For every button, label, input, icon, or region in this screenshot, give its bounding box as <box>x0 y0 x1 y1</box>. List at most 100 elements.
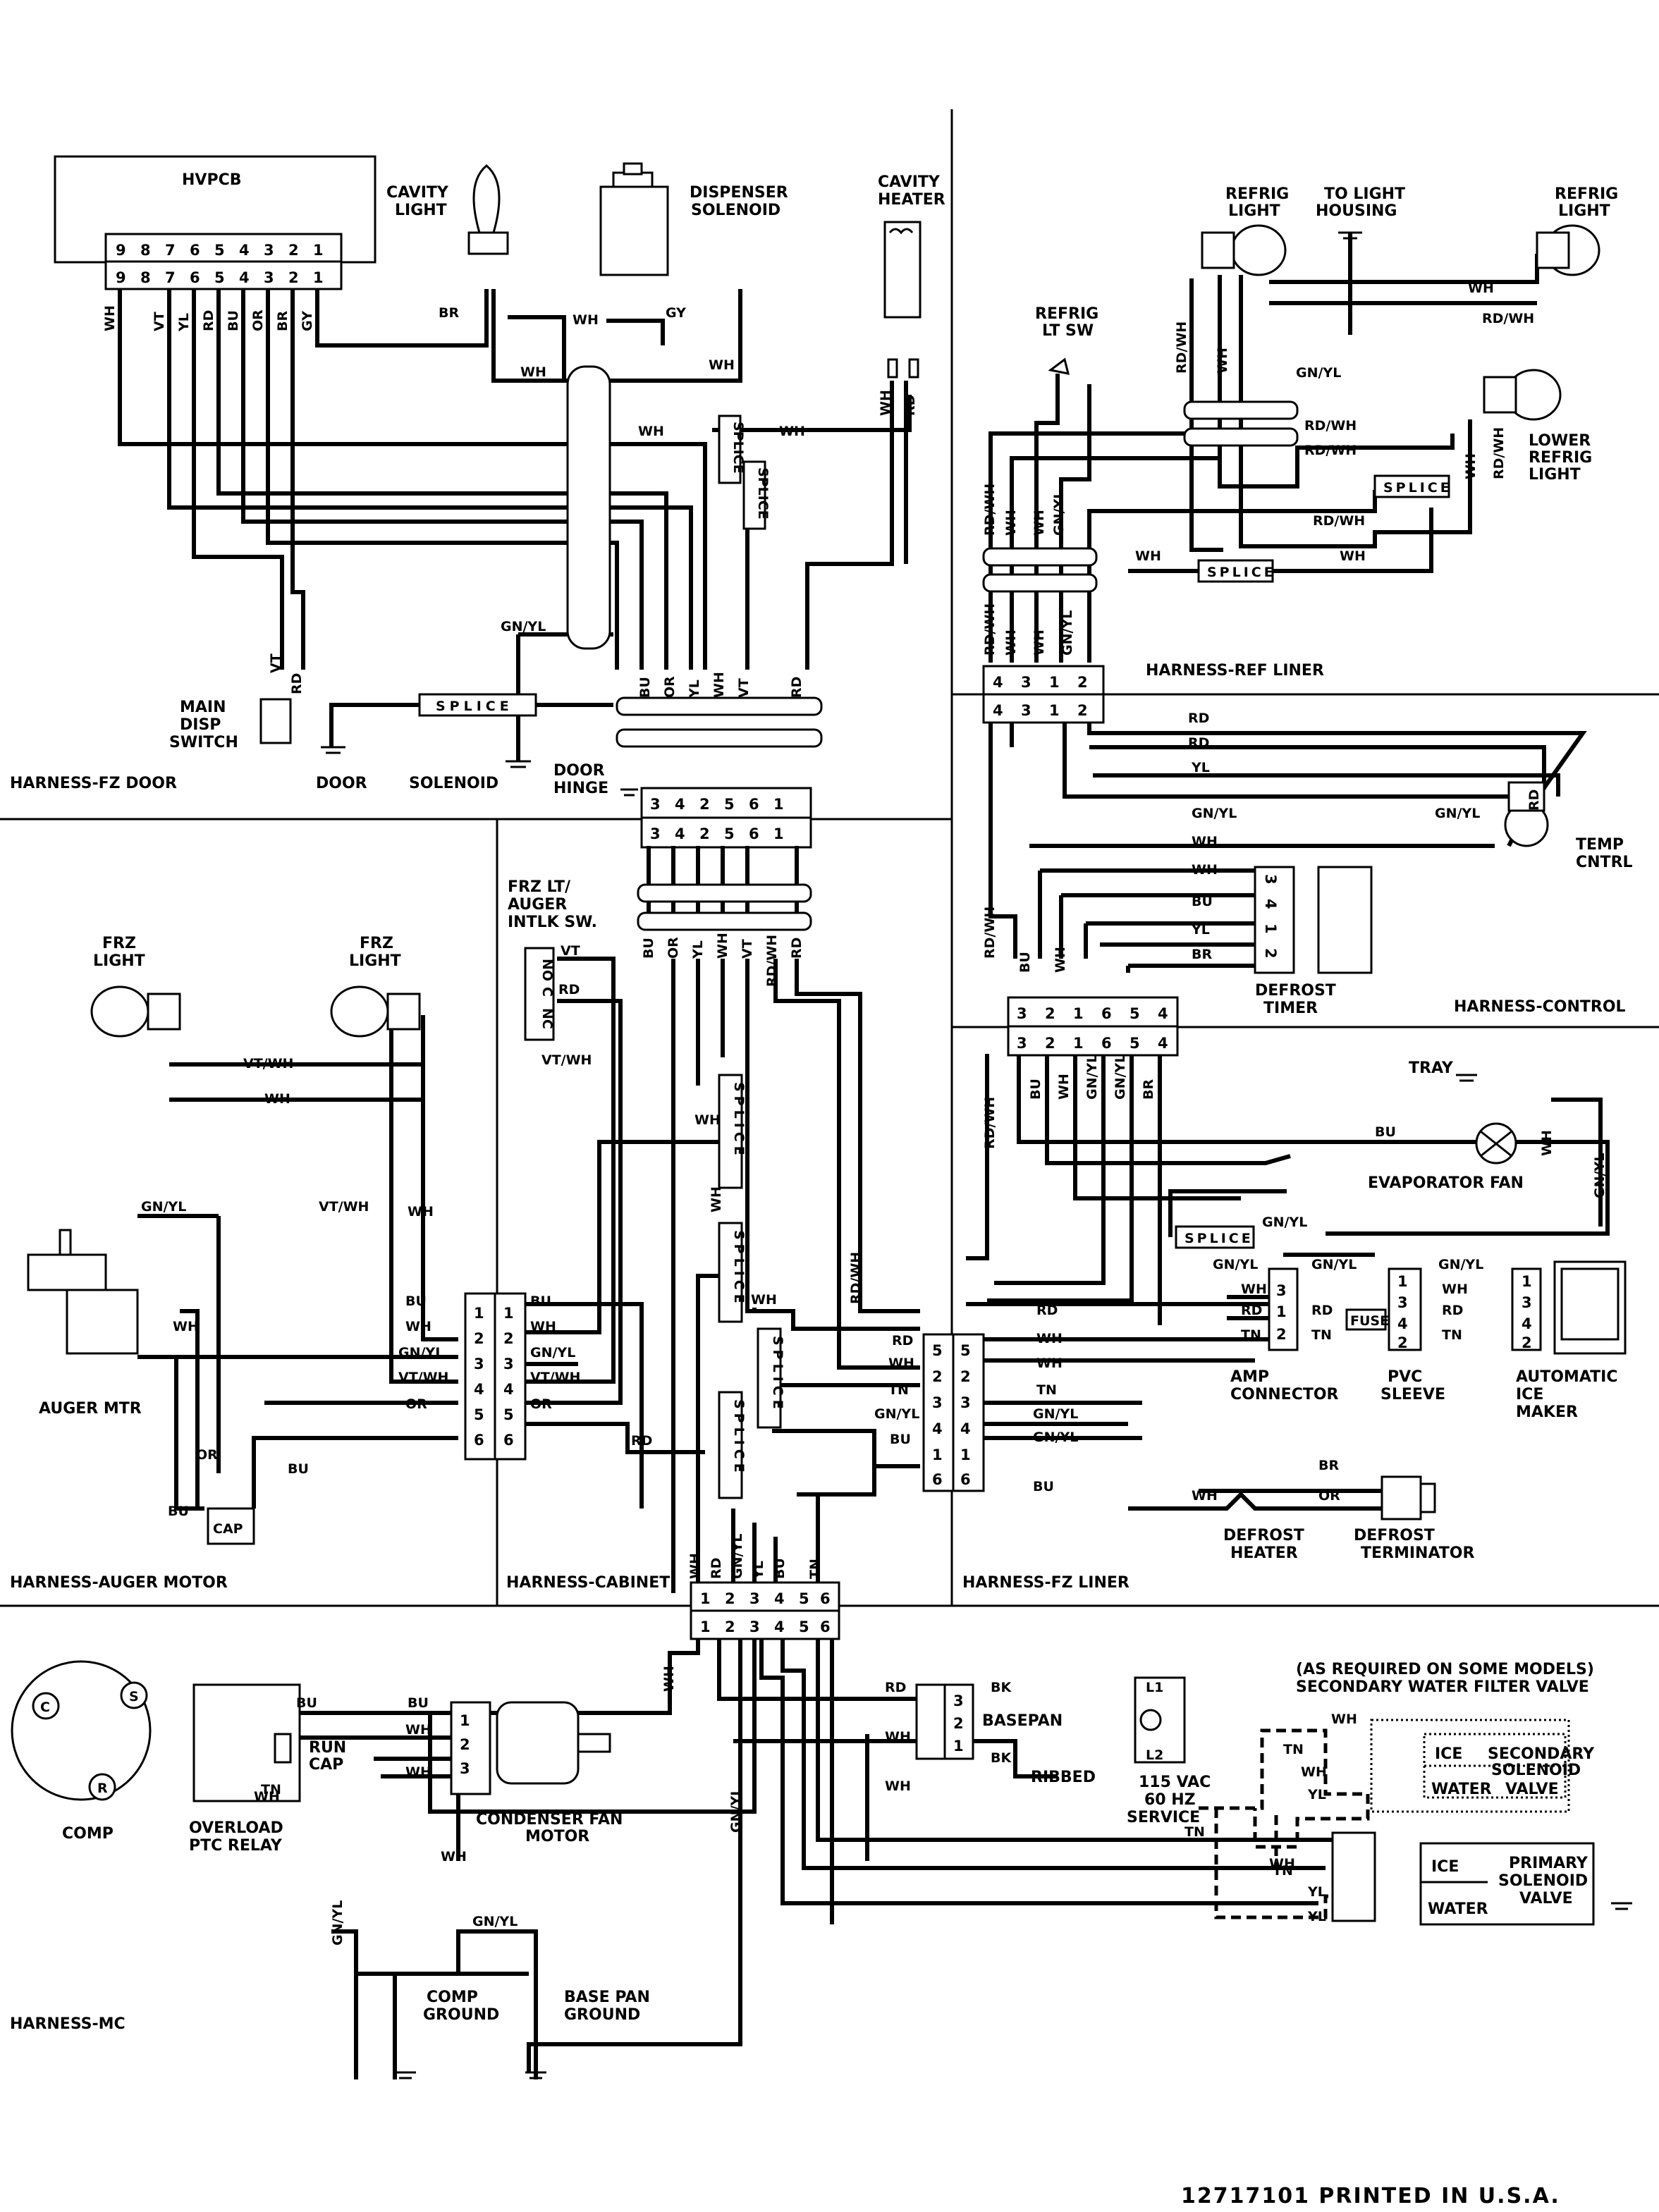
svg-text:WH: WH <box>1003 510 1019 536</box>
svg-text:RD: RD <box>1311 1303 1333 1318</box>
refrig-light-left: REFRIG LIGHT <box>1201 185 1289 276</box>
svg-text:BU: BU <box>890 1432 911 1447</box>
svg-text:YL: YL <box>690 940 706 959</box>
svg-text:LIGHT: LIGHT <box>93 952 145 970</box>
svg-text:3: 3 <box>1021 702 1031 719</box>
svg-text:WH: WH <box>405 1319 431 1334</box>
svg-text:ICE: ICE <box>1431 1858 1459 1876</box>
svg-text:WH: WH <box>1036 1331 1063 1346</box>
svg-text:4: 4 <box>675 825 685 842</box>
svg-text:RD: RD <box>289 673 305 694</box>
svg-text:TN: TN <box>807 1559 823 1579</box>
svg-text:6: 6 <box>749 825 759 842</box>
svg-text:TEMP: TEMP <box>1576 836 1624 854</box>
svg-text:1: 1 <box>1049 674 1060 691</box>
harness-ref-liner-label: HARNESS-REF LINER <box>1146 662 1324 680</box>
svg-text:WATER: WATER <box>1428 1900 1488 1918</box>
comp-ground: COMP GROUND <box>395 1989 499 2079</box>
svg-text:VT/WH: VT/WH <box>319 1199 369 1215</box>
svg-text:WH: WH <box>1340 548 1366 564</box>
fz-liner-splices: SPLICE <box>1175 1225 1255 1249</box>
svg-text:WH: WH <box>530 1319 556 1334</box>
svg-text:2: 2 <box>1045 1005 1055 1022</box>
svg-text:BASE PAN: BASE PAN <box>564 1989 650 2006</box>
svg-text:WH: WH <box>687 1553 703 1579</box>
svg-text:EVAPORATOR FAN: EVAPORATOR FAN <box>1368 1174 1524 1192</box>
door-hinge-connector: 3 4 2 5 6 1 3 4 2 5 6 1 <box>640 787 812 849</box>
svg-text:VT/WH: VT/WH <box>541 1052 592 1068</box>
svg-text:NO: NO <box>539 959 555 981</box>
secondary-water-filter-valve: (AS REQUIRED ON SOME MODELS) SECONDARY W… <box>1199 1661 1595 1919</box>
svg-text:TO LIGHT: TO LIGHT <box>1324 185 1405 203</box>
svg-text:BU: BU <box>405 1294 427 1309</box>
svg-text:GN/YL: GN/YL <box>1311 1257 1357 1272</box>
svg-text:4: 4 <box>993 674 1003 691</box>
svg-text:GN/YL: GN/YL <box>1084 1055 1100 1100</box>
svg-text:TN: TN <box>1273 1863 1293 1879</box>
svg-text:1: 1 <box>1073 1035 1084 1052</box>
temp-cntrl: TEMP CNTRL <box>1504 781 1633 871</box>
svg-text:RD: RD <box>631 1433 652 1449</box>
svg-text:2: 2 <box>1077 702 1088 719</box>
svg-text:GN/YL: GN/YL <box>501 619 546 634</box>
svg-text:BR: BR <box>1192 947 1212 962</box>
svg-text:4: 4 <box>993 702 1003 719</box>
control-wire-labels: RD RD YL GN/YL GN/YL WH WH BU YL BR RD R… <box>982 711 1542 973</box>
svg-text:RD/WH: RD/WH <box>982 907 998 959</box>
svg-text:5: 5 <box>1130 1005 1140 1022</box>
svg-text:BU: BU <box>1192 894 1213 909</box>
svg-text:YL: YL <box>176 313 192 332</box>
harness-labels: HARNESS-FZ DOOR HARNESS-REF LINER HARNES… <box>10 662 1626 2033</box>
svg-text:REFRIG: REFRIG <box>1225 185 1289 203</box>
primary-solenoid-valve: ICE WATER PRIMARY SOLENOID VALVE <box>1331 1831 1632 1926</box>
svg-text:VALVE: VALVE <box>1519 1890 1573 1907</box>
svg-text:3: 3 <box>474 1356 484 1372</box>
svg-text:5: 5 <box>474 1406 484 1423</box>
pvc-sleeve: 1 3 4 2 FUSE PVC SLEEVE <box>1345 1267 1445 1403</box>
svg-text:6: 6 <box>820 1618 831 1635</box>
auger-wire-labels: VT/WH WH GN/YL VT/WH WH WH BU WH GN/YL V… <box>141 943 652 1519</box>
harness-auger-motor-label: HARNESS-AUGER MOTOR <box>10 1574 228 1592</box>
svg-text:OR: OR <box>250 309 266 331</box>
overload-ptc-relay: RUN CAP OVERLOAD PTC RELAY <box>189 1683 346 1855</box>
svg-text:1: 1 <box>474 1305 484 1322</box>
svg-text:GN/YL: GN/YL <box>728 1788 744 1833</box>
svg-text:VT: VT <box>740 939 755 959</box>
svg-text:REFRIG: REFRIG <box>1555 185 1618 203</box>
dispenser-solenoid: DISPENSER SOLENOID <box>599 162 788 276</box>
svg-text:TN: TN <box>1036 1382 1057 1398</box>
evaporator-fan: EVAPORATOR FAN <box>1368 1122 1524 1192</box>
svg-text:WH: WH <box>709 1186 724 1212</box>
svg-text:5: 5 <box>724 825 735 842</box>
svg-text:BU: BU <box>226 310 241 331</box>
svg-text:6: 6 <box>1101 1005 1112 1022</box>
svg-text:AUTOMATIC: AUTOMATIC <box>1516 1368 1617 1386</box>
svg-text:3: 3 <box>460 1760 470 1777</box>
svg-text:WH: WH <box>711 672 727 698</box>
svg-text:7: 7 <box>165 269 176 286</box>
svg-text:SOLENOID: SOLENOID <box>1498 1872 1588 1890</box>
svg-text:RD: RD <box>1442 1303 1463 1318</box>
svg-text:OR: OR <box>1318 1488 1340 1504</box>
svg-text:5: 5 <box>960 1342 971 1359</box>
control-connector: 3 2 1 6 5 4 3 2 1 6 5 4 <box>1007 996 1179 1057</box>
svg-text:RD: RD <box>902 395 918 416</box>
frz-lt-auger-switch: NO C NC FRZ LT/ AUGER INTLK SW. <box>508 878 597 1041</box>
ribbed-label: RIBBED <box>1031 1769 1096 1786</box>
svg-text:MAIN: MAIN <box>180 699 226 716</box>
svg-text:GN/YL: GN/YL <box>1262 1215 1307 1230</box>
svg-text:GROUND: GROUND <box>564 2006 640 2024</box>
svg-text:WH: WH <box>1539 1130 1555 1156</box>
svg-text:3: 3 <box>1021 674 1031 691</box>
refrig-light-right: REFRIG LIGHT <box>1536 185 1618 276</box>
svg-text:6: 6 <box>932 1471 943 1488</box>
svg-text:WH: WH <box>878 390 893 416</box>
svg-text:2: 2 <box>460 1736 470 1753</box>
svg-text:HINGE: HINGE <box>553 780 608 797</box>
svg-text:YL: YL <box>1191 922 1210 938</box>
cabinet-mc-connector: 1 2 3 4 5 6 1 2 3 4 5 6 <box>690 1581 840 1640</box>
svg-text:5: 5 <box>214 269 225 286</box>
svg-text:1: 1 <box>503 1305 514 1322</box>
to-light-housing: TO LIGHT HOUSING <box>1316 185 1405 240</box>
frz-light-1: FRZ LIGHT <box>90 935 181 1038</box>
